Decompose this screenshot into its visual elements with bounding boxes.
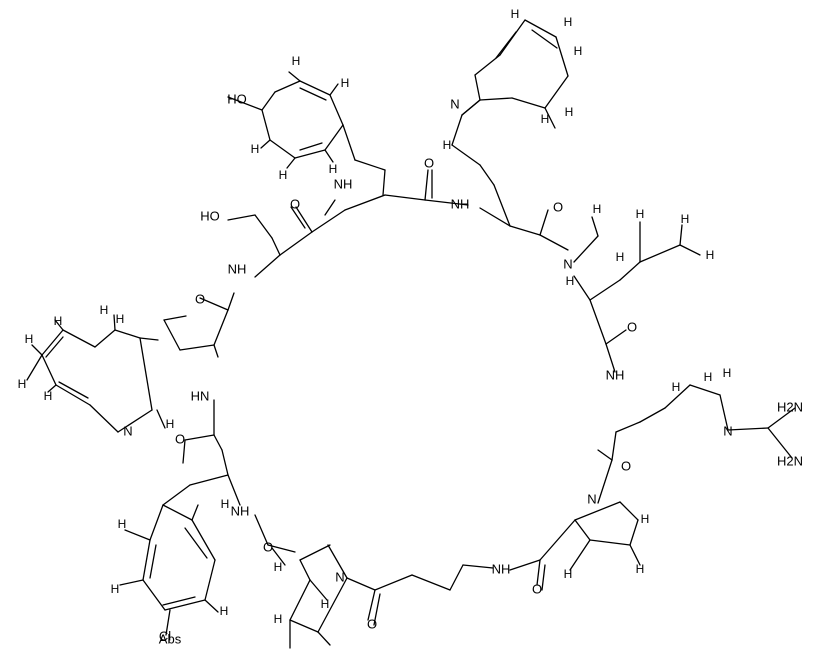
h-label: H bbox=[100, 303, 109, 317]
amide-nh-label: NH bbox=[228, 261, 247, 276]
n-methyl-nitrogen-label: N bbox=[563, 256, 572, 271]
carbonyl-oxygen-label: O bbox=[424, 155, 434, 170]
indole-nitrogen-label: N bbox=[123, 423, 132, 438]
h-label: H bbox=[672, 380, 681, 394]
h-label: H bbox=[25, 332, 34, 346]
amine-label: H2N bbox=[777, 453, 803, 468]
h-label: H bbox=[251, 142, 260, 156]
chlorine-label: Cl bbox=[159, 628, 171, 643]
carbonyl-oxygen-label: O bbox=[175, 431, 185, 446]
h-label: H bbox=[704, 370, 713, 384]
h-label: H bbox=[681, 212, 690, 226]
guanidine-nitrogen-label: N bbox=[723, 423, 732, 438]
h-label: H bbox=[279, 168, 288, 182]
hydroxyl-label: HO bbox=[200, 208, 220, 223]
h-label: H bbox=[292, 54, 301, 68]
carbonyl-oxygen-label: O bbox=[532, 581, 542, 596]
amide-nitrogen-label: N bbox=[335, 569, 344, 584]
h-label: H bbox=[616, 250, 625, 264]
atom-labels: HOHHHHHHHHHHNOHNHNHOHONHOHHHHHHHNHNONHOH… bbox=[18, 7, 803, 646]
h-label: H bbox=[274, 612, 283, 626]
h-label: H bbox=[274, 560, 283, 574]
carbonyl-oxygen-label: O bbox=[263, 539, 273, 554]
h-label: H bbox=[565, 105, 574, 119]
abs-stereo-label: Abs bbox=[159, 631, 182, 646]
h-label: H bbox=[541, 112, 550, 126]
indole-nitrogen-label: N bbox=[450, 96, 459, 111]
h-label: H bbox=[564, 567, 573, 581]
h-label: H bbox=[443, 138, 452, 152]
carbonyl-oxygen-label: O bbox=[290, 196, 300, 211]
bond-lines bbox=[26, 19, 796, 649]
amide-nh-label: HN bbox=[191, 388, 210, 403]
h-label: H bbox=[636, 562, 645, 576]
h-label: H bbox=[341, 76, 350, 90]
hydroxyl-label: HO bbox=[227, 91, 247, 106]
h-label: H bbox=[636, 207, 645, 221]
amine-label: H2N bbox=[777, 399, 803, 414]
h-label: H bbox=[511, 7, 520, 21]
carbonyl-oxygen-label: O bbox=[553, 199, 563, 214]
h-label: H bbox=[44, 389, 53, 403]
carbonyl-oxygen-label: O bbox=[195, 291, 205, 306]
amide-nh-label: NH bbox=[231, 503, 250, 518]
h-label: H bbox=[723, 366, 732, 380]
h-label: H bbox=[641, 512, 650, 526]
carbonyl-oxygen-label: O bbox=[367, 616, 377, 631]
h-label: H bbox=[118, 517, 127, 531]
h-label: H bbox=[18, 377, 27, 391]
amide-nh-label: NH bbox=[451, 196, 470, 211]
h-label: H bbox=[706, 248, 715, 262]
h-label: H bbox=[116, 312, 125, 326]
h-label: H bbox=[574, 44, 583, 58]
h-label: H bbox=[566, 274, 575, 288]
proline-nitrogen-label: N bbox=[587, 491, 596, 506]
amide-nh-label: NH bbox=[492, 561, 511, 576]
h-label: H bbox=[166, 417, 175, 431]
h-label: H bbox=[111, 582, 120, 596]
carbonyl-oxygen-label: O bbox=[627, 319, 637, 334]
h-label: H bbox=[221, 497, 230, 511]
h-label: H bbox=[593, 202, 602, 216]
amide-nh-label: NH bbox=[334, 176, 353, 191]
h-label: H bbox=[321, 597, 330, 611]
h-label: H bbox=[564, 15, 573, 29]
h-label: H bbox=[54, 314, 63, 328]
carbonyl-oxygen-label: O bbox=[621, 458, 631, 473]
h-label: H bbox=[220, 604, 229, 618]
amide-nh-label: NH bbox=[606, 367, 625, 382]
h-label: H bbox=[329, 162, 338, 176]
